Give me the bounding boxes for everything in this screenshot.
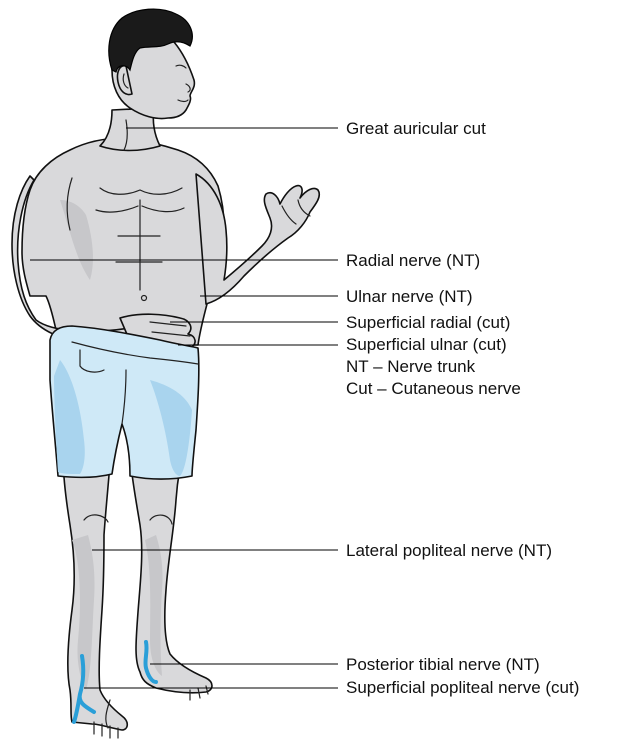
label-lateral-popliteal: Lateral popliteal nerve (NT) — [346, 541, 552, 560]
label-great-auricular: Great auricular cut — [346, 119, 486, 138]
torso — [22, 138, 224, 345]
labels: Great auricular cut Radial nerve (NT) Ul… — [346, 119, 579, 697]
legend-nt: NT – Nerve trunk — [346, 357, 476, 376]
right-arm — [196, 174, 319, 304]
label-radial-nerve: Radial nerve (NT) — [346, 251, 480, 270]
label-superficial-radial: Superficial radial (cut) — [346, 313, 510, 332]
label-superficial-popliteal: Superficial popliteal nerve (cut) — [346, 678, 579, 697]
label-superficial-ulnar: Superficial ulnar (cut) — [346, 335, 507, 354]
human-figure — [12, 9, 319, 738]
label-ulnar-nerve: Ulnar nerve (NT) — [346, 287, 473, 306]
legend-cut: Cut – Cutaneous nerve — [346, 379, 521, 398]
label-posterior-tibial: Posterior tibial nerve (NT) — [346, 655, 540, 674]
